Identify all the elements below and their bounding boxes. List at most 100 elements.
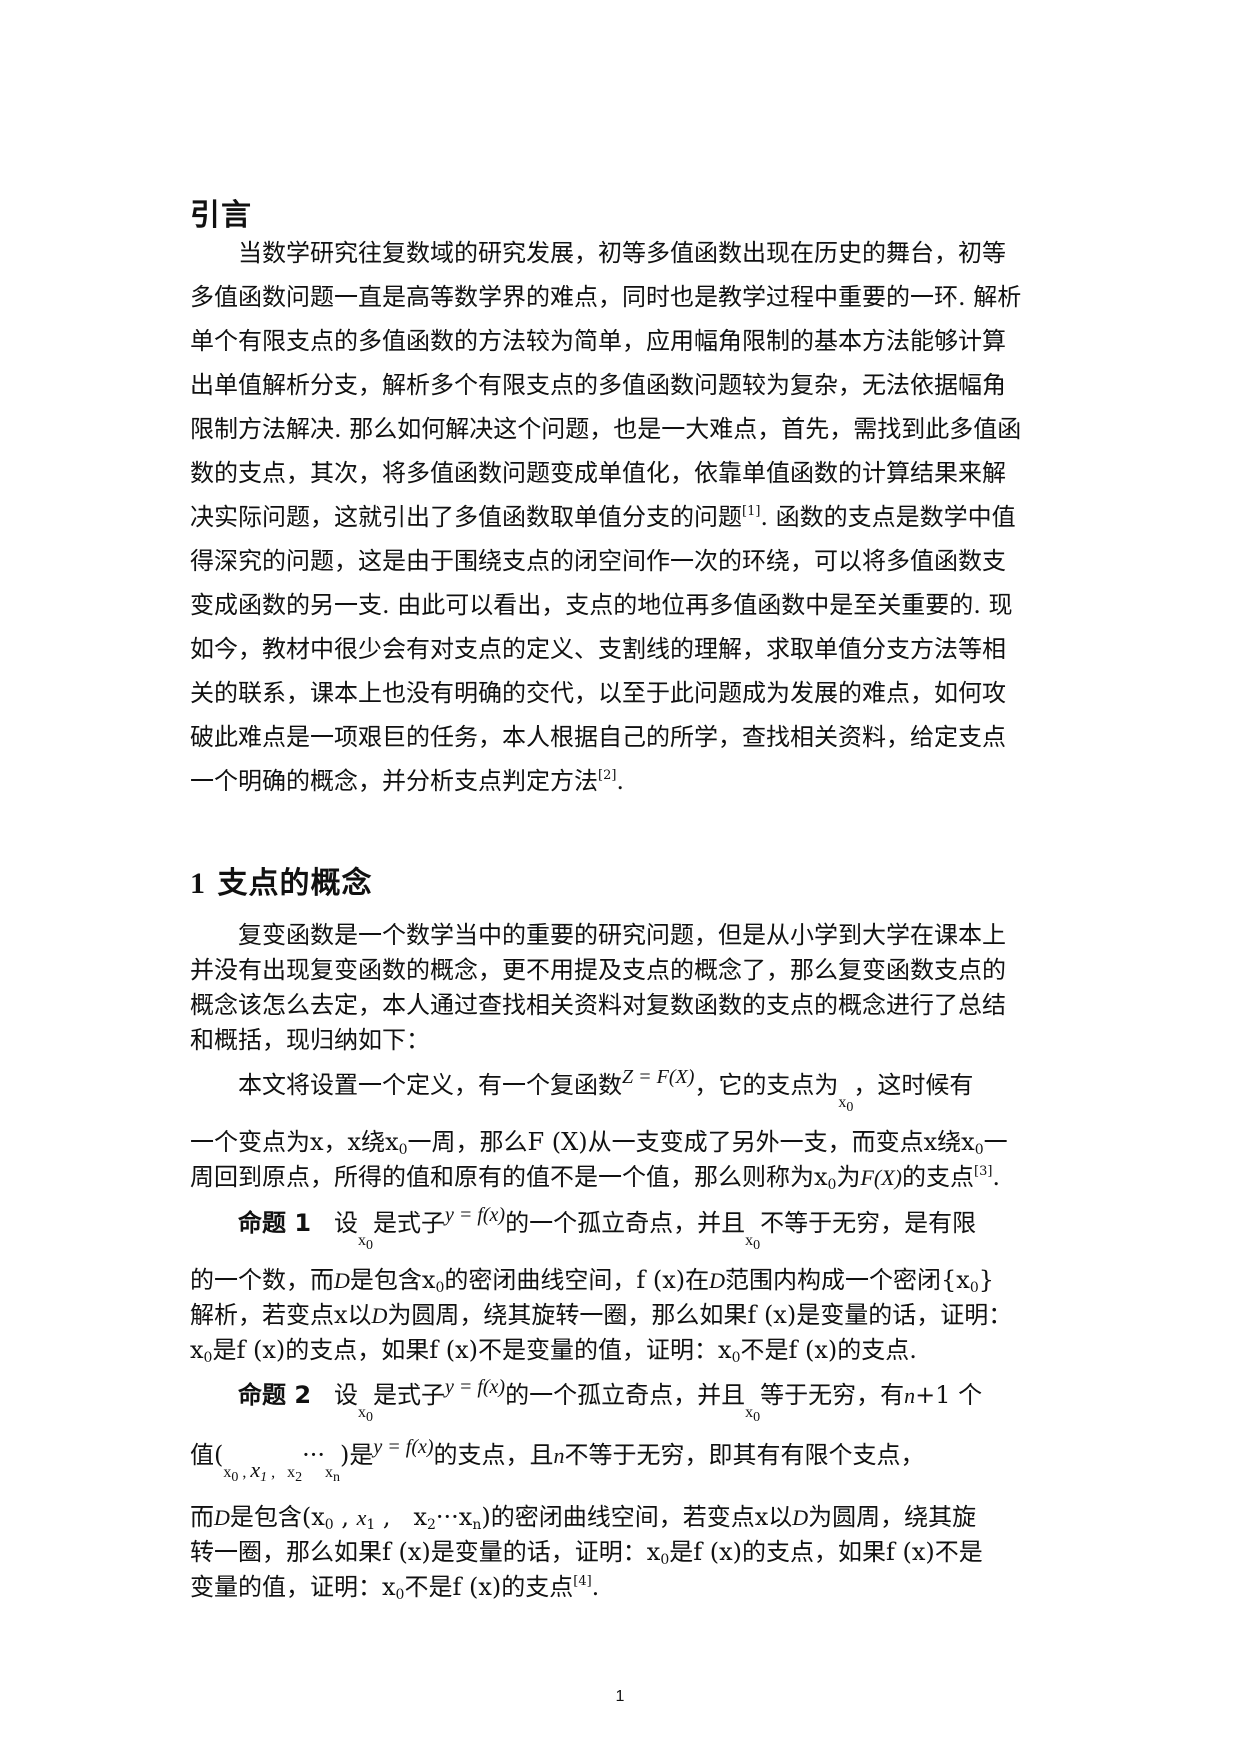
proposition-text: 不等于无穷，是有限	[760, 1209, 977, 1237]
definition-text: .	[992, 1163, 1001, 1191]
section-1-title: 支点的概念	[217, 866, 373, 901]
proposition-text: 是f (x)的支点，如果f (x)不是	[669, 1538, 983, 1566]
section-1-number: 1	[190, 867, 206, 900]
subscript: 0	[660, 1552, 670, 1568]
section-1-heading: 1 支点的概念	[190, 858, 372, 902]
citation-2[interactable]: [2]	[598, 768, 617, 783]
intro-line-13-tail: .	[616, 767, 625, 795]
definition-line-1: 本文将设置一个定义，有一个复函数Z = F(X)，它的支点为x0，这时候有	[238, 1062, 1098, 1115]
symbol-x0: x0	[223, 1464, 239, 1485]
proposition-text: )的密闭曲线空间，若变点x以	[481, 1503, 793, 1531]
symbol-x0: x0	[357, 1404, 373, 1425]
proposition-1-line-2: 的一个数，而D是包含x0的密闭曲线空间，f (x)在D范围内构成一个密闭{x0}	[190, 1265, 1050, 1296]
proposition-text: 是包含(x	[229, 1503, 325, 1531]
subscript: 1	[366, 1517, 376, 1533]
formula-y-equals-fx: y = f(x)	[444, 1376, 506, 1398]
proposition-1-line-4: x0是f (x)的支点，如果f (x)不是变量的值，证明：x0不是f (x)的支…	[190, 1335, 1050, 1365]
proposition-text: 转一圈，那么如果f (x)是变量的话，证明：x	[190, 1538, 661, 1566]
proposition-text: 等于无穷，有	[760, 1381, 905, 1409]
separator: ,	[238, 1464, 251, 1481]
proposition-text: 不是f (x)的支点	[404, 1573, 574, 1601]
s1-para1-line-3: 概念该怎么去定，本人通过查找相关资料对复数函数的支点的概念进行了总结	[190, 991, 1006, 1019]
citation-4[interactable]: [4]	[573, 1574, 592, 1589]
intro-line-3: 单个有限支点的多值函数的方法较为简单，应用幅角限制的基本方法能够计算	[190, 327, 1006, 355]
proposition-text: 是包含x	[349, 1266, 436, 1294]
definition-text: 为	[836, 1163, 861, 1191]
proposition-2-line-1: 命题 2 设x0是式子y = f(x)的一个孤立奇点，并且x0等于无穷，有n+1…	[238, 1372, 1098, 1425]
proposition-text: 的一个孤立奇点，并且	[505, 1209, 746, 1237]
proposition-text: 范围内构成一个密闭{x	[725, 1266, 970, 1294]
definition-text: 一周，那么F (X)从一支变成了另外一支，而变点x绕x	[407, 1128, 975, 1156]
intro-heading: 引言	[190, 198, 252, 233]
symbol-x0: x0	[745, 1404, 761, 1425]
proposition-text: 是式子	[372, 1381, 445, 1409]
proposition-text: 而	[190, 1503, 214, 1531]
proposition-text: 的密闭曲线空间，f (x)在	[444, 1266, 710, 1294]
subscript: 0	[395, 1587, 405, 1603]
proposition-text: 为圆周，绕其旋	[808, 1503, 977, 1531]
definition-text: ，这时候有	[853, 1071, 974, 1099]
symbol-xn: xn	[325, 1464, 341, 1485]
proposition-2-line-4: 转一圈，那么如果f (x)是变量的话，证明：x0是f (x)的支点，如果f (x…	[190, 1537, 1050, 1567]
intro-line-9: 变成函数的另一支. 由此可以看出，支点的地位再多值函数中是至关重要的. 现	[190, 591, 1013, 619]
intro-line-11: 关的联系，课本上也没有明确的交代，以至于此问题成为发展的难点，如何攻	[190, 679, 1006, 707]
subscript: 0	[435, 1280, 445, 1296]
proposition-text: 设	[333, 1209, 358, 1237]
symbol-x2: x2	[287, 1464, 303, 1485]
intro-line-10: 如今，教材中很少会有对支点的定义、支割线的理解，求取单值分支方法等相	[190, 635, 1006, 663]
intro-line-7: 决实际问题，这就引出了多值函数取单值分支的问题[1]. 函数的支点是数学中值	[190, 502, 1050, 532]
subscript: 0	[827, 1177, 837, 1193]
page-number: 1	[615, 1688, 625, 1705]
intro-line-2: 多值函数问题一直是高等数学界的难点，同时也是教学过程中重要的一环. 解析	[190, 283, 1022, 311]
subscript: 0	[974, 1142, 984, 1158]
intro-line-7-text: 决实际问题，这就引出了多值函数取单值分支的问题	[190, 503, 742, 531]
proposition-text: , x	[375, 1503, 427, 1531]
symbol-D: D	[214, 1505, 230, 1530]
proposition-1-label: 命题 1	[238, 1209, 312, 1237]
proposition-text: 是f (x)的支点，如果f (x)不是变量的值，证明：x	[212, 1336, 732, 1364]
proposition-text: 不是f (x)的支点.	[740, 1336, 917, 1364]
separator: ,	[267, 1464, 288, 1481]
intro-line-13-text: 一个明确的概念，并分析支点判定方法	[190, 767, 598, 795]
symbol-x1: x	[356, 1505, 367, 1530]
formula-y-equals-fx: y = f(x)	[444, 1204, 506, 1226]
intro-line-13: 一个明确的概念，并分析支点判定方法[2].	[190, 766, 1050, 796]
proposition-text: ,	[333, 1503, 357, 1531]
proposition-text: +1 个	[915, 1381, 983, 1409]
proposition-text: )是	[340, 1441, 374, 1469]
subscript: 0	[203, 1350, 213, 1366]
intro-line-8: 得深究的问题，这是由于围绕支点的闭空间作一次的环绕，可以将多值函数支	[190, 547, 1006, 575]
definition-text: 一	[983, 1128, 1008, 1156]
proposition-text: }	[978, 1266, 995, 1294]
proposition-text: 是式子	[372, 1209, 445, 1237]
proposition-text: 值(	[190, 1441, 224, 1469]
intro-line-1: 当数学研究往复数域的研究发展，初等多值函数出现在历史的舞台，初等	[238, 239, 1006, 267]
symbol-n: n	[904, 1383, 916, 1408]
symbol-D: D	[334, 1268, 350, 1293]
formula-fx: F(X)	[860, 1165, 902, 1190]
subscript: 0	[969, 1280, 979, 1296]
symbol-x0: x0	[745, 1232, 761, 1253]
ellipsis: ···	[302, 1441, 326, 1469]
proposition-text: 为圆周，绕其旋转一圈，那么如果f (x)是变量的话，证明：	[387, 1301, 1013, 1329]
proposition-2-line-5: 变量的值，证明：x0不是f (x)的支点[4].	[190, 1572, 1050, 1602]
symbol-x0: x0	[838, 1094, 854, 1115]
formula-z-equals-fx: Z = F(X)	[622, 1066, 695, 1088]
symbol-x0: x0	[357, 1232, 373, 1253]
symbol-x1: x1	[250, 1457, 268, 1485]
s1-para1-line-2: 并没有出现复变函数的概念，更不用提及支点的概念了，那么复变函数支点的	[190, 956, 1006, 984]
proposition-text: 的一个数，而	[190, 1266, 334, 1294]
proposition-text: 解析，若变点x以	[190, 1301, 372, 1329]
citation-3[interactable]: [3]	[974, 1164, 993, 1179]
formula-y-equals-fx: y = f(x)	[373, 1436, 434, 1458]
s1-para1-line-1: 复变函数是一个数学当中的重要的研究问题，但是从小学到大学在课本上	[238, 921, 1006, 949]
proposition-2-line-3: 而D是包含(x0 , x1 , x2···xn)的密闭曲线空间，若变点x以D为圆…	[190, 1502, 1050, 1533]
s1-para1-line-4: 和概括，现归纳如下：	[190, 1026, 430, 1054]
proposition-1-line-3: 解析，若变点x以D为圆周，绕其旋转一圈，那么如果f (x)是变量的话，证明：	[190, 1300, 1050, 1331]
citation-1[interactable]: [1]	[742, 504, 761, 519]
proposition-2-line-2: 值(x0 , x1 , x2···xn)是y = f(x)的支点，且n不等于无穷…	[190, 1432, 1050, 1485]
proposition-1-line-1: 命题 1 设x0是式子y = f(x)的一个孤立奇点，并且x0不等于无穷，是有限	[238, 1200, 1098, 1253]
proposition-text: 的一个孤立奇点，并且	[505, 1381, 746, 1409]
definition-text: 本文将设置一个定义，有一个复函数	[238, 1071, 622, 1099]
